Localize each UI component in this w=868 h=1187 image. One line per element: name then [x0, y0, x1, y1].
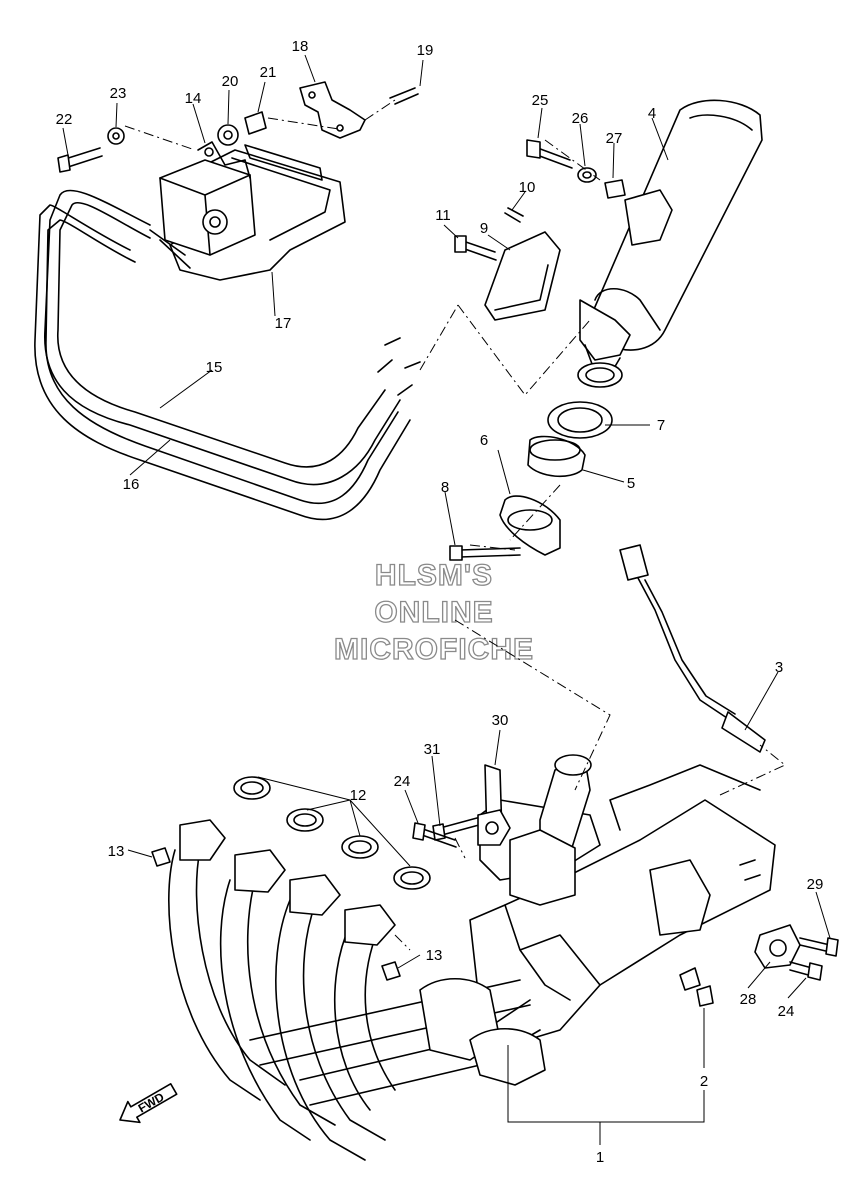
callout-22: 22: [56, 111, 73, 128]
callout-25: 25: [532, 92, 549, 109]
callout-12: 12: [350, 787, 367, 804]
upper-fasteners: [57, 81, 419, 173]
callout-6: 6: [480, 432, 488, 449]
callout-3: 3: [775, 659, 783, 676]
fwd-arrow: FWD: [119, 1083, 178, 1124]
throttle-cables: [34, 189, 421, 521]
callout-18: 18: [292, 38, 309, 55]
callout-4: 4: [648, 105, 656, 122]
callout-13-right: 13: [426, 947, 443, 964]
callout-9: 9: [480, 220, 488, 237]
fwd-arrow-icon: [119, 1083, 178, 1124]
callout-10: 10: [519, 179, 536, 196]
callout-21: 21: [260, 64, 277, 81]
oxygen-sensor: [619, 544, 766, 753]
watermark-line-3: MICROFICHE: [334, 633, 534, 666]
lower-hardware: [412, 764, 839, 981]
callout-30: 30: [492, 712, 509, 729]
callout-29: 29: [807, 876, 824, 893]
callout-8: 8: [441, 479, 449, 496]
callout-28: 28: [740, 991, 757, 1008]
watermark: HLSM'S ONLINE MICROFICHE: [333, 558, 534, 666]
callout-26: 26: [572, 110, 589, 127]
main-muffler: [469, 754, 776, 1046]
callout-14: 14: [185, 90, 202, 107]
callout-7: 7: [657, 417, 665, 434]
part-callouts: 1 2 3 4 5 6 7 8 9 10 11 12 13 13 14 15 1…: [56, 38, 824, 1166]
callout-19: 19: [417, 42, 434, 59]
exhaust-header-pipes: [151, 776, 546, 1161]
joint-gaskets-and-clamps: [449, 362, 623, 561]
callout-5: 5: [627, 475, 635, 492]
callout-1: 1: [596, 1149, 604, 1166]
assembly-guide-lines: [124, 99, 786, 951]
callout-13-left: 13: [108, 843, 125, 860]
callout-24-lower: 24: [778, 1003, 795, 1020]
watermark-line-2: ONLINE: [374, 596, 493, 629]
callout-27: 27: [606, 130, 623, 147]
callout-23: 23: [110, 85, 127, 102]
callout-15: 15: [206, 359, 223, 376]
callout-11: 11: [435, 207, 451, 224]
callout-17: 17: [275, 315, 292, 332]
silencer-assembly: [454, 99, 763, 376]
callout-16: 16: [123, 476, 140, 493]
callout-24-upper: 24: [394, 773, 411, 790]
leader-lines: [62, 54, 831, 1145]
callout-31: 31: [424, 741, 441, 758]
exhaust-servo-assembly: [159, 141, 346, 281]
watermark-line-1: HLSM'S: [375, 559, 493, 592]
callout-2: 2: [700, 1073, 708, 1090]
callout-20: 20: [222, 73, 239, 90]
